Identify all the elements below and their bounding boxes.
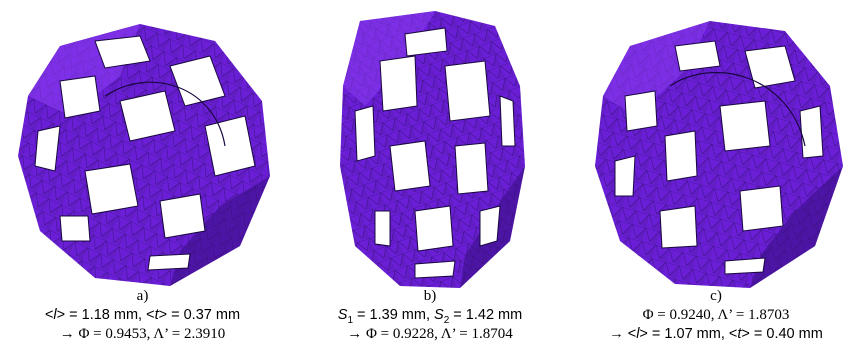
caption-c-line2: → <l> = 1.07 mm, <t> = 0.40 mm <box>609 326 823 342</box>
panel-b: b) S1 = 1.39 mm, S2 = 1.42 mm → Φ = 0.92… <box>285 0 575 352</box>
caption-a-line1: <l> = 1.18 mm, <t> = 0.37 mm <box>44 307 241 323</box>
foam-cell-render-a <box>18 24 270 286</box>
panel-label-b: b) <box>423 288 437 304</box>
caption-c: c) Φ = 0.9240, Λ’ = 1.8703 → <l> = 1.07 … <box>575 287 857 344</box>
caption-b-line1: S1 = 1.39 mm, S2 = 1.42 mm <box>337 307 523 326</box>
foam-cell-render-b <box>340 11 525 288</box>
panel-label-a: a) <box>136 288 149 304</box>
caption-b-line2: → Φ = 0.9228, Λ’ = 1.8704 <box>347 326 513 342</box>
caption-a-line2: → Φ = 0.9453, Λ’ = 2.3910 <box>59 326 226 342</box>
foam-cell-render-c <box>595 21 843 288</box>
panel-c: c) Φ = 0.9240, Λ’ = 1.8703 → <l> = 1.07 … <box>575 0 857 352</box>
caption-c-line1: Φ = 0.9240, Λ’ = 1.8703 <box>642 307 790 323</box>
panel-label-c: c) <box>710 288 722 304</box>
panel-a: a) <l> = 1.18 mm, <t> = 0.37 mm → Φ = 0.… <box>0 0 285 352</box>
caption-a: a) <l> = 1.18 mm, <t> = 0.37 mm → Φ = 0.… <box>0 287 285 344</box>
caption-b: b) S1 = 1.39 mm, S2 = 1.42 mm → Φ = 0.92… <box>285 287 575 344</box>
